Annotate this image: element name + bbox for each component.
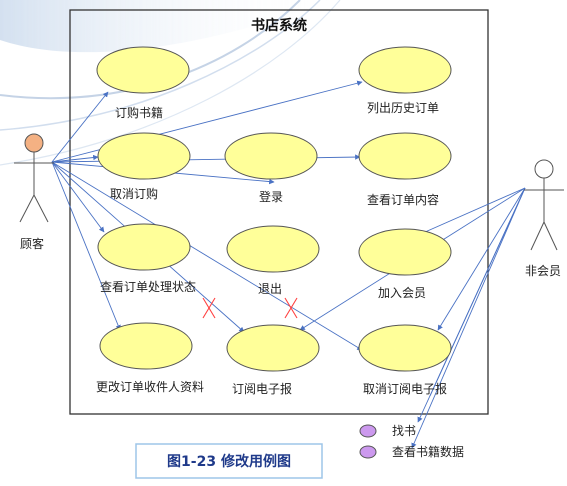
use-case-view-order: 查看订单内容 <box>358 132 452 207</box>
actor-non-member: 非会员 <box>524 159 564 278</box>
legend-search-books-label: 查看书籍数据 <box>392 444 464 459</box>
legend-find-book-dot <box>359 424 377 438</box>
use-case-view-status-label: 查看订单处理状态 <box>100 280 196 294</box>
use-case-view-order-label: 查看订单内容 <box>367 192 439 207</box>
removed-association-marks <box>202 297 298 319</box>
non-member-associations <box>299 187 526 449</box>
use-case-unsubscribe-news-label: 取消订阅电子报 <box>363 381 447 396</box>
use-case-login: 登录 <box>224 132 318 204</box>
use-case-unsubscribe-news: 取消订阅电子报 <box>358 324 452 396</box>
use-case-logout-label: 退出 <box>258 282 282 296</box>
system-boundary <box>69 9 489 415</box>
use-case-login-label: 登录 <box>259 189 283 204</box>
use-case-view-status: 查看订单处理状态 <box>97 223 196 294</box>
actor-customer: 顾客 <box>14 133 54 251</box>
use-case-join-member-label: 加入会员 <box>378 286 426 300</box>
figure-caption-box: 图1-23 修改用例图 <box>135 443 323 479</box>
use-case-order-books-label: 订购书籍 <box>115 105 163 120</box>
use-case-list-history-label: 列出历史订单 <box>367 101 439 115</box>
use-case-subscribe-news-label: 订阅电子报 <box>232 381 292 396</box>
use-case-join-member: 加入会员 <box>358 228 452 300</box>
use-case-change-receiver-label: 更改订单收件人资料 <box>96 380 204 394</box>
use-case-order-books: 订购书籍 <box>96 46 190 120</box>
legend-find-book-label: 找书 <box>392 424 416 438</box>
use-case-cancel-order: 取消订购 <box>97 132 191 201</box>
customer-associations <box>51 80 363 351</box>
use-case-change-receiver: 更改订单收件人资料 <box>96 322 204 394</box>
actor-non-member-head <box>534 159 554 179</box>
use-case-logout: 退出 <box>226 225 320 296</box>
use-case-list-history: 列出历史订单 <box>358 46 452 115</box>
use-case-cancel-order-label: 取消订购 <box>110 186 158 201</box>
legend: 找书 查看书籍数据 <box>359 424 464 459</box>
use-case-subscribe-news: 订阅电子报 <box>226 324 320 396</box>
actor-non-member-label: 非会员 <box>525 264 561 278</box>
actor-customer-head <box>24 133 44 153</box>
legend-search-books-dot <box>359 445 377 459</box>
system-title: 书店系统 <box>251 17 307 34</box>
actor-customer-label: 顾客 <box>20 236 44 251</box>
figure-caption: 图1-23 修改用例图 <box>167 453 291 470</box>
